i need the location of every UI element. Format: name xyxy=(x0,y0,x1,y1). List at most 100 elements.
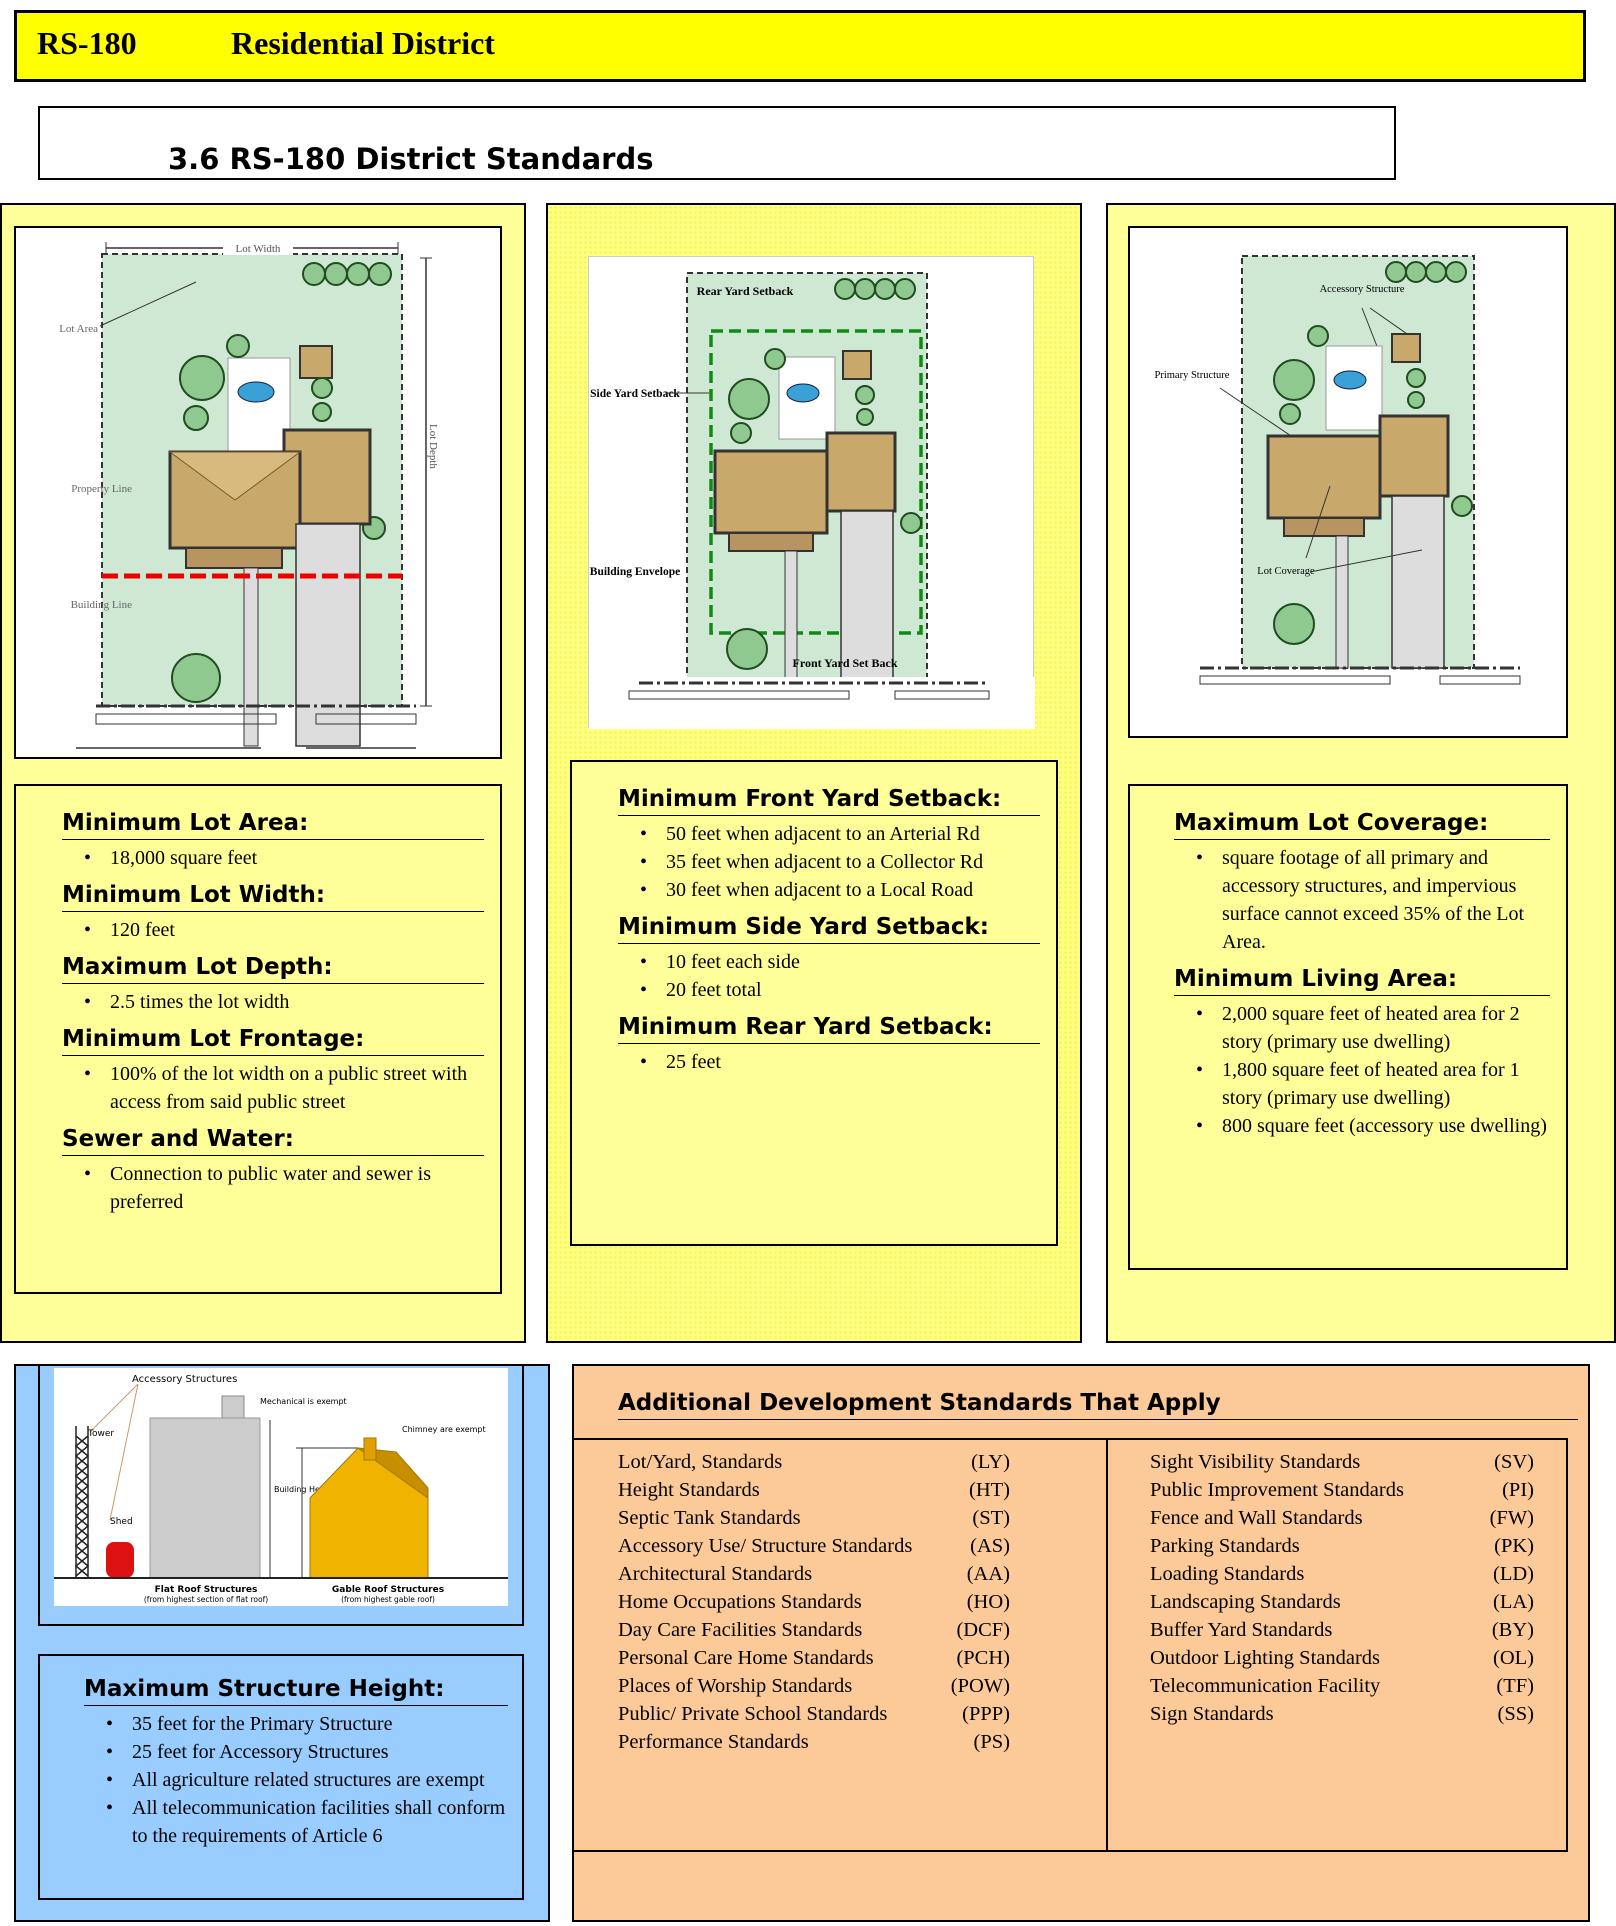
chimney-label: Chimney are exempt xyxy=(402,1425,486,1434)
standard-label: Home Occupations Standards xyxy=(618,1588,866,1616)
list-item: 20 feet total xyxy=(640,976,1040,1004)
district-code: RS-180 xyxy=(37,25,137,61)
shed-label: Shed xyxy=(110,1517,133,1527)
building-envelope-label: Building Envelope xyxy=(590,566,680,578)
standard-code: (HT) xyxy=(969,1476,1010,1504)
standard-code: (SS) xyxy=(1497,1700,1534,1728)
standard-row: Personal Care Home Standards(PCH) xyxy=(618,1644,1010,1672)
standard-row: Parking Standards(PK) xyxy=(1150,1532,1534,1560)
standard-code: (FW) xyxy=(1489,1504,1534,1532)
standard-label: Public Improvement Standards xyxy=(1150,1476,1408,1504)
list-item: 800 square feet (accessory use dwelling) xyxy=(1196,1112,1550,1140)
standards-title-box: 3.6 RS-180 District Standards xyxy=(38,106,1396,180)
standard-code: (OL) xyxy=(1493,1644,1534,1672)
lot-standards-list: Minimum Lot Area: 18,000 square feet Min… xyxy=(62,810,484,1216)
standard-code: (AA) xyxy=(966,1560,1010,1588)
standard-label: Places of Worship Standards xyxy=(618,1672,857,1700)
heading-min-lot-area: Minimum Lot Area: xyxy=(62,810,484,840)
additional-heading: Additional Development Standards That Ap… xyxy=(618,1390,1578,1420)
list-item: 25 feet for Accessory Structures xyxy=(106,1738,508,1766)
lot-width-label: Lot Width xyxy=(236,243,281,255)
heading-min-living-area: Minimum Living Area: xyxy=(1174,966,1550,996)
building-height-label: Building Height xyxy=(274,1485,335,1494)
list-item: Connection to public water and sewer is … xyxy=(84,1160,484,1216)
standard-code: (PK) xyxy=(1494,1532,1534,1560)
height-standards-box: Maximum Structure Height: 35 feet for th… xyxy=(38,1654,524,1900)
list-item: 100% of the lot width on a public street… xyxy=(84,1060,484,1116)
flat-roof-label: Flat Roof Structures xyxy=(155,1585,258,1595)
list-item: 2,000 square feet of heated area for 2 s… xyxy=(1196,1000,1550,1056)
standard-label: Outdoor Lighting Standards xyxy=(1150,1644,1385,1672)
height-diagram: Accessory Structures Tower Shed Mechanic… xyxy=(38,1364,524,1626)
section-min-lot-area: Minimum Lot Area: 18,000 square feet xyxy=(62,810,484,872)
standard-row: Loading Standards(LD) xyxy=(1150,1560,1534,1588)
accessory-structure-label: Accessory Structure xyxy=(1320,284,1405,295)
district-header: RS-180 Residential District xyxy=(14,10,1586,82)
section-sewer-water: Sewer and Water: Connection to public wa… xyxy=(62,1126,484,1216)
building-line-label: Building Line xyxy=(71,599,133,611)
standard-row: Places of Worship Standards(POW) xyxy=(618,1672,1010,1700)
standard-code: (DCF) xyxy=(956,1616,1010,1644)
standard-row: Telecommunication Facility(TF) xyxy=(1150,1672,1534,1700)
list-item: 25 feet xyxy=(640,1048,1040,1076)
list-item: square footage of all primary and access… xyxy=(1196,844,1550,956)
standard-row: Sign Standards(SS) xyxy=(1150,1700,1534,1728)
list-item: 30 feet when adjacent to a Local Road xyxy=(640,876,1040,904)
list-item: 18,000 square feet xyxy=(84,844,484,872)
heading-max-structure-height: Maximum Structure Height: xyxy=(84,1676,508,1706)
heading-min-rear-setback: Minimum Rear Yard Setback: xyxy=(618,1014,1040,1044)
section-min-lot-frontage: Minimum Lot Frontage: 100% of the lot wi… xyxy=(62,1026,484,1116)
standard-code: (BY) xyxy=(1491,1616,1534,1644)
lot-dimensions-svg: Lot Width Lot Depth Lot Area Proper xyxy=(28,238,488,749)
additional-grid xyxy=(574,1438,1568,1852)
coverage-standards-box: Maximum Lot Coverage: square footage of … xyxy=(1128,784,1568,1270)
lot-standards-box: Minimum Lot Area: 18,000 square feet Min… xyxy=(14,784,502,1294)
primary-structure-label: Primary Structure xyxy=(1155,370,1230,381)
standard-row: Septic Tank Standards(ST) xyxy=(618,1504,1010,1532)
standard-row: Fence and Wall Standards (FW) xyxy=(1150,1504,1534,1532)
heading-min-front-setback: Minimum Front Yard Setback: xyxy=(618,786,1040,816)
heading-min-side-setback: Minimum Side Yard Setback: xyxy=(618,914,1040,944)
side-yard-label: Side Yard Setback xyxy=(590,388,680,400)
heading-min-lot-frontage: Minimum Lot Frontage: xyxy=(62,1026,484,1056)
additional-divider xyxy=(1106,1438,1108,1852)
lot-area-label: Lot Area xyxy=(59,323,98,335)
tower-icon xyxy=(74,1426,90,1578)
standard-row: Sight Visibility Standards(SV) xyxy=(1150,1448,1534,1476)
lot-depth-label: Lot Depth xyxy=(427,424,439,469)
standard-label: Day Care Facilities Standards xyxy=(618,1616,867,1644)
standard-code: (PS) xyxy=(973,1728,1010,1756)
standard-label: Fence and Wall Standards xyxy=(1150,1504,1367,1532)
flat-roof-sub-label: (from highest section of flat roof) xyxy=(144,1595,268,1604)
standards-title: 3.6 RS-180 District Standards xyxy=(168,142,654,176)
standard-row: Public Improvement Standards (PI) xyxy=(1150,1476,1534,1504)
district-name: Residential District xyxy=(231,25,495,61)
section-min-side-setback: Minimum Side Yard Setback: 10 feet each … xyxy=(618,914,1040,1004)
standard-code: (PI) xyxy=(1502,1476,1534,1504)
gable-roof-label: Gable Roof Structures xyxy=(332,1585,444,1595)
heading-max-lot-depth: Maximum Lot Depth: xyxy=(62,954,484,984)
setback-svg: Rear Yard Setback Side Yard Setback Buil… xyxy=(589,272,1035,729)
standard-label: Sight Visibility Standards xyxy=(1150,1448,1365,1476)
coverage-diagram: Accessory Structure Primary Structure Lo… xyxy=(1128,226,1568,738)
flat-roof-building-icon xyxy=(149,1417,261,1579)
list-item: 10 feet each side xyxy=(640,948,1040,976)
standard-row: Public/ Private School Standards(PPP) xyxy=(618,1700,1010,1728)
lot-dimensions-diagram: Lot Width Lot Depth Lot Area Proper xyxy=(14,226,502,759)
standard-code: (LD) xyxy=(1493,1560,1534,1588)
standard-row: Architectural Standards(AA) xyxy=(618,1560,1010,1588)
standard-code: (PCH) xyxy=(956,1644,1010,1672)
rear-yard-label: Rear Yard Setback xyxy=(697,284,794,298)
section-min-lot-width: Minimum Lot Width: 120 feet xyxy=(62,882,484,944)
heading-max-lot-coverage: Maximum Lot Coverage: xyxy=(1174,810,1550,840)
standard-code: (PPP) xyxy=(962,1700,1010,1728)
standard-label: Performance Standards xyxy=(618,1728,813,1756)
standard-code: (ST) xyxy=(972,1504,1010,1532)
gable-roof-sub-label: (from highest gable roof) xyxy=(341,1595,435,1604)
section-min-front-setback: Minimum Front Yard Setback: 50 feet when… xyxy=(618,786,1040,904)
front-yard-label: Front Yard Set Back xyxy=(793,656,898,670)
list-item: 120 feet xyxy=(84,916,484,944)
heading-min-lot-width: Minimum Lot Width: xyxy=(62,882,484,912)
additional-heading-wrap: Additional Development Standards That Ap… xyxy=(618,1390,1578,1420)
list-item: 1,800 square feet of heated area for 1 s… xyxy=(1196,1056,1550,1112)
